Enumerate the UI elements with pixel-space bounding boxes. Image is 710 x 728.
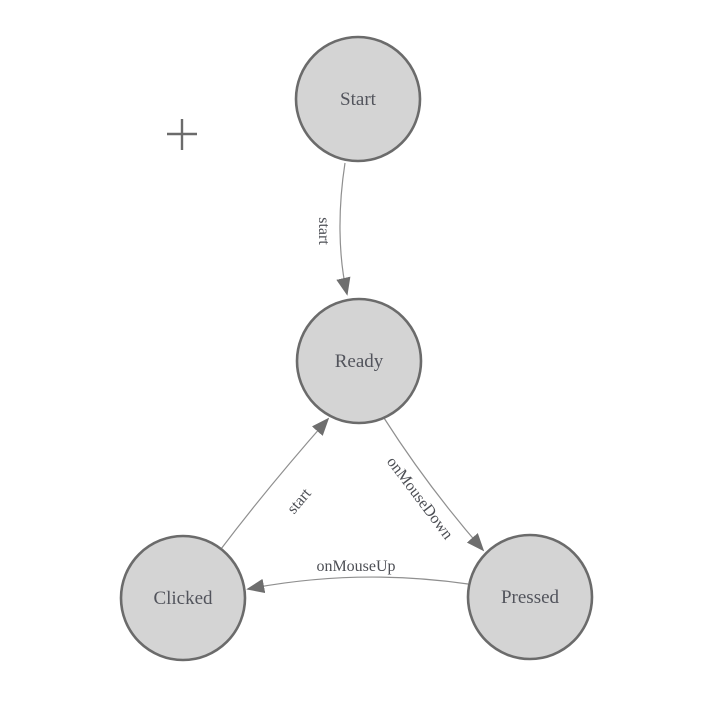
node-pressed-label: Pressed	[501, 587, 560, 608]
node-ready-circle[interactable]	[295, 297, 423, 425]
node-ready[interactable]: Ready	[295, 297, 423, 425]
edge-start-to-ready[interactable]	[336, 162, 351, 296]
node-pressed[interactable]: Pressed	[466, 533, 594, 661]
edge-ready-to-pressed[interactable]	[383, 417, 485, 552]
node-pressed-circle[interactable]	[466, 533, 594, 661]
node-clicked[interactable]: Clicked	[119, 534, 247, 662]
edge-label-onmousedown: onMouseDown	[383, 454, 456, 543]
edge-label-start-top: start	[315, 217, 332, 245]
node-start-circle[interactable]	[294, 35, 422, 163]
node-clicked-circle[interactable]	[119, 534, 247, 662]
crosshair-icon	[167, 119, 197, 150]
edge-clicked-to-ready[interactable]	[220, 417, 330, 550]
node-start[interactable]: Start	[294, 35, 422, 163]
edge-label-onmouseup: onMouseUp	[316, 558, 395, 575]
edge-label-start-bottom: start	[284, 485, 315, 517]
edge-pressed-to-clicked[interactable]	[246, 576, 469, 594]
node-ready-label: Ready	[335, 351, 384, 372]
node-start-label: Start	[340, 89, 377, 110]
edge-group	[220, 162, 485, 594]
node-clicked-label: Clicked	[153, 588, 213, 609]
